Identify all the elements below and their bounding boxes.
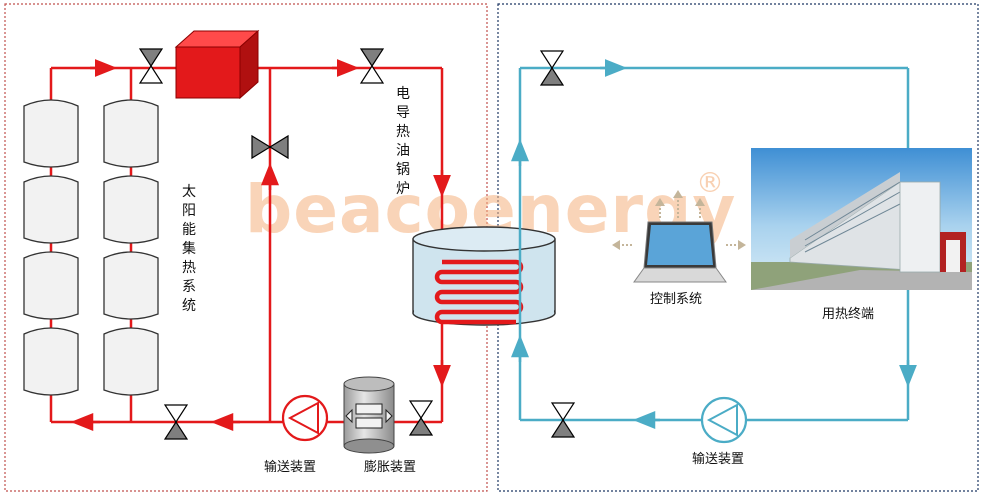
user-system-boundary: [497, 3, 979, 492]
solar-panel: [103, 175, 159, 244]
valve-top-right[interactable]: [359, 48, 385, 84]
valve-bypass[interactable]: [251, 134, 289, 160]
valve-user-top[interactable]: [539, 50, 565, 86]
valve-user-bottom[interactable]: [550, 402, 576, 438]
solar-panel: [23, 251, 79, 320]
solar-panel: [103, 327, 159, 396]
watermark-registered-mark: ®: [696, 166, 724, 199]
laptop-icon[interactable]: [612, 190, 746, 283]
solar-panel: [23, 327, 79, 396]
heater-cube: [174, 29, 260, 100]
label-pump-left: 输送装置: [264, 459, 316, 475]
valve-bottom-left[interactable]: [163, 404, 189, 440]
pump-right[interactable]: [700, 396, 748, 444]
label-boiler: 电导热油锅炉: [396, 86, 410, 197]
solar-panel: [23, 175, 79, 244]
label-expansion: 膨胀装置: [364, 460, 416, 475]
solar-panel: [103, 99, 159, 168]
solar-collectors: [23, 99, 159, 396]
valve-top-left[interactable]: [138, 48, 164, 84]
solar-panel: [103, 251, 159, 320]
label-pump-right: 输送装置: [692, 451, 744, 467]
label-control-system: 控制系统: [650, 292, 702, 307]
heating-loop-arrows: [70, 59, 451, 431]
user-loop-arrows: [511, 59, 917, 429]
valve-bottom-right[interactable]: [408, 400, 434, 436]
factory-image: [751, 148, 972, 290]
label-solar-system: 太阳能集热系统: [182, 184, 196, 314]
heating-coil: [434, 259, 524, 325]
label-user-end: 用热终端: [822, 306, 874, 322]
expansion-tank[interactable]: [343, 376, 395, 454]
boiler-tank[interactable]: [412, 226, 556, 326]
solar-panel: [23, 99, 79, 168]
pump-left[interactable]: [281, 394, 329, 442]
